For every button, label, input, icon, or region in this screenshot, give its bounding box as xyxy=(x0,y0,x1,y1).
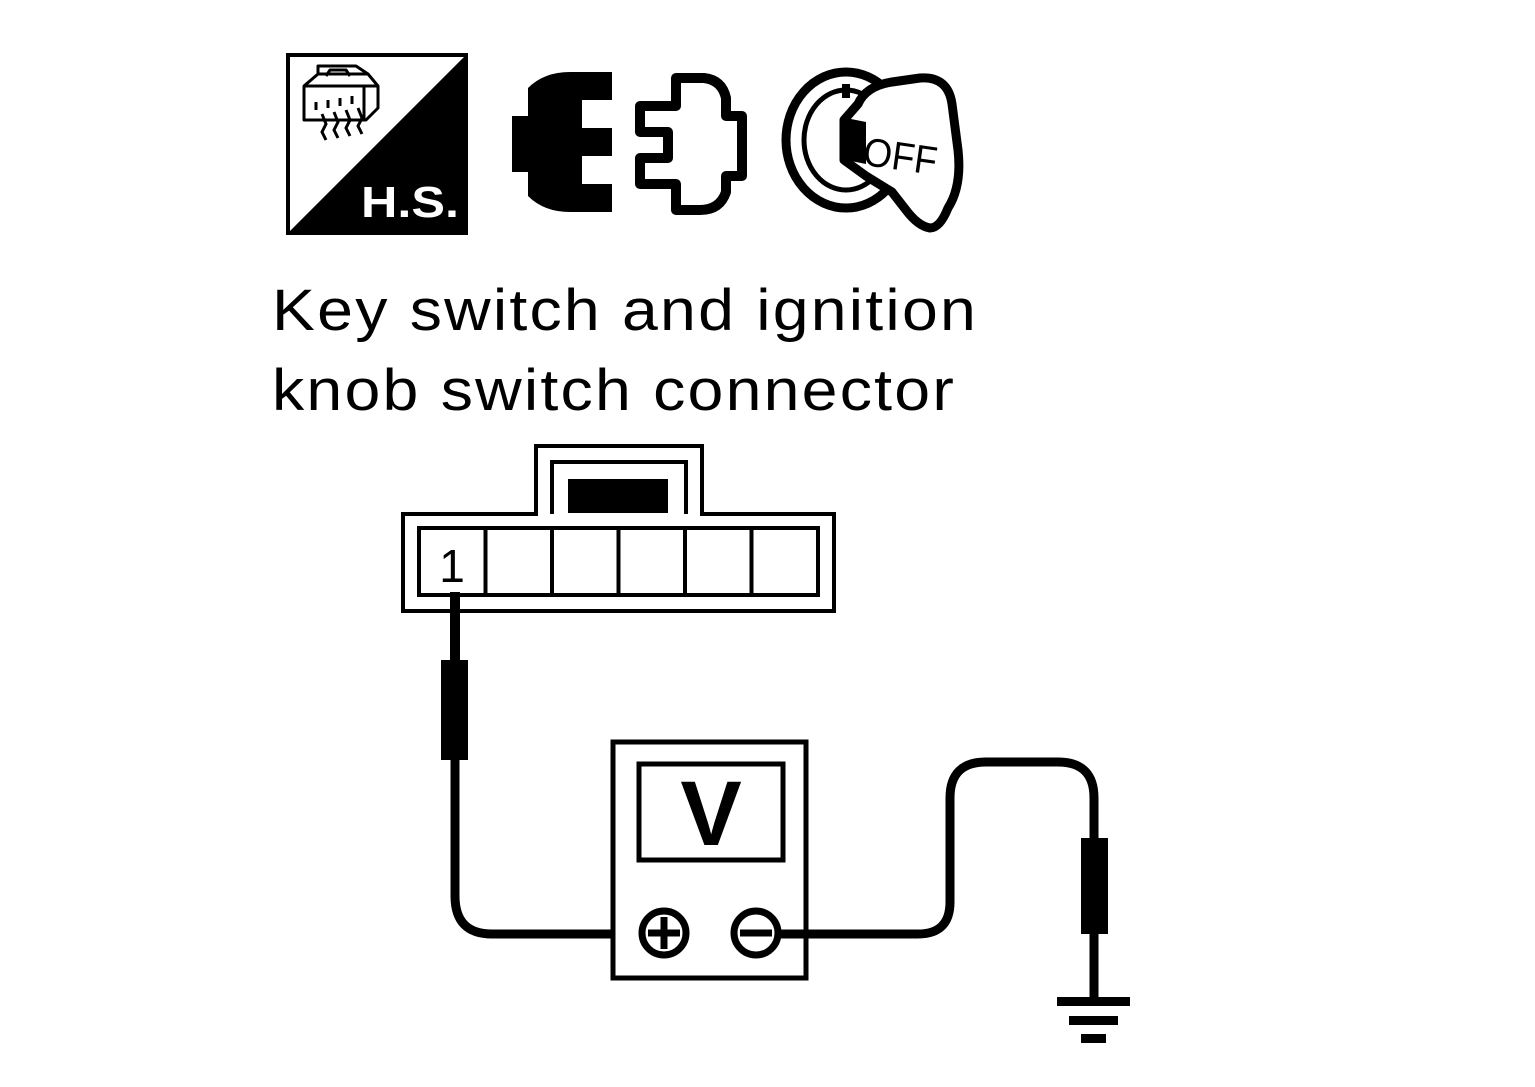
voltmeter: V xyxy=(610,739,809,981)
terminal-cavity-3 xyxy=(550,526,621,597)
negative-probe xyxy=(1081,838,1108,934)
terminal-cavity-5 xyxy=(683,526,754,597)
plus-terminal-icon xyxy=(638,907,690,959)
negative-test-lead xyxy=(778,757,1108,1000)
terminal-cavity-6 xyxy=(749,526,820,597)
terminal-number-1: 1 xyxy=(439,540,465,592)
connector-terminals xyxy=(417,526,820,597)
harness-side-connector-icon: H.S. xyxy=(286,53,468,235)
ground-symbol-icon xyxy=(1057,997,1130,1043)
connector-disconnected-icon xyxy=(512,72,747,215)
positive-test-lead xyxy=(441,592,640,939)
terminal-cavity-4 xyxy=(616,526,687,597)
meter-mode-label: V xyxy=(680,763,741,865)
meter-display xyxy=(636,761,786,863)
connector-title-line1: Key switch and ignition xyxy=(272,278,978,343)
positive-probe xyxy=(441,660,468,760)
ignition-off-label: OFF xyxy=(860,130,939,184)
ignition-key-off-icon: OFF xyxy=(781,67,964,233)
connector-title-line2: knob switch connector xyxy=(272,358,956,423)
terminal-cavity-2 xyxy=(483,526,554,597)
harness-side-label: H.S. xyxy=(361,178,459,227)
connector-lock xyxy=(568,479,668,513)
minus-terminal-icon xyxy=(730,907,782,959)
